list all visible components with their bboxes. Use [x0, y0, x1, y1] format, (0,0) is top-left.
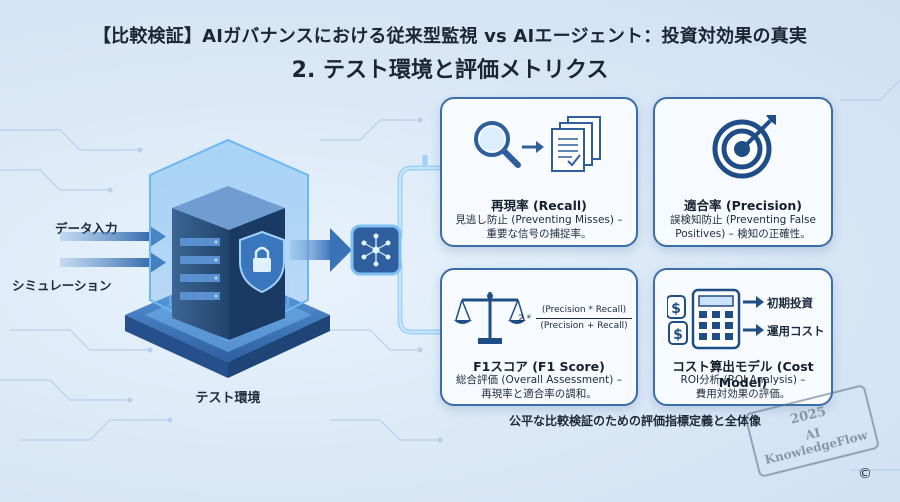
target-icon [712, 115, 776, 179]
f1-title: F1スコア (F1 Score) [473, 359, 605, 374]
precision-desc-line1: 誤検知防止 (Preventing False [669, 214, 816, 226]
cost-item-initial: 初期投資 [767, 296, 813, 310]
f1-desc-line2: 再現率と適合率の調和。 [481, 388, 597, 400]
precision-card: 適合率 (Precision) 誤検知防止 (Preventing False … [653, 97, 833, 247]
copyright-mark: © [858, 466, 872, 482]
f1-formula-numerator: (Precision * Recall) [541, 305, 627, 315]
f1-card: 2 * (Precision * Recall) (Precision + Re… [440, 268, 638, 406]
balance-scale-icon [454, 292, 526, 344]
precision-title: 適合率 (Precision) [684, 198, 802, 213]
f1-formula-divider [536, 318, 632, 319]
shield-lock-icon [239, 230, 285, 294]
server-caption: テスト環境 [195, 391, 261, 406]
cost-card: $ $ 初期投資 運用コスト コスト算出モデル (Cost Model) ROI… [653, 268, 833, 406]
cost-title: コスト算出モデル (Cost Model) [672, 359, 814, 390]
page-title: 【比較検証】AIガバナンスにおける従来型監視 vs AIエージェント：投資対効果… [92, 26, 808, 47]
magnifier-documents-icon [474, 116, 601, 172]
cost-item-operating: 運用コスト [767, 324, 825, 338]
cost-desc-line2: 費用対効果の評価。 [695, 388, 791, 400]
f1-desc-line1: 総合評価 (Overall Assessment) – [456, 374, 622, 386]
page-subtitle: 2. テスト環境と評価メトリクス [291, 58, 609, 83]
cost-desc-line1: ROI分析 (ROI Analysis) – [680, 374, 806, 386]
footer-caption: 公平な比較検証のための評価指標定義と全体像 [508, 414, 761, 428]
calculator-money-icon: $ $ [667, 288, 741, 350]
f1-formula-denominator: (Precision + Recall) [540, 321, 628, 331]
output-arrow [290, 228, 352, 272]
input-label-simulation: シミュレーション [12, 278, 112, 293]
recall-card: 再現率 (Recall) 見逃し防止 (Preventing Misses) –… [440, 97, 638, 247]
svg-text:$: $ [673, 327, 683, 343]
precision-desc-line2: Positives) – 検知の正確性。 [675, 228, 811, 240]
hub-node [350, 224, 402, 276]
f1-formula-prefix: 2 * [518, 314, 532, 324]
recall-desc-line2: 重要な信号の捕捉率。 [486, 228, 592, 240]
hub-connections [397, 155, 440, 335]
recall-desc-line1: 見逃し防止 (Preventing Misses) – [455, 214, 623, 226]
cost-arrows [743, 296, 764, 336]
svg-text:$: $ [671, 301, 681, 317]
recall-title: 再現率 (Recall) [491, 198, 587, 213]
